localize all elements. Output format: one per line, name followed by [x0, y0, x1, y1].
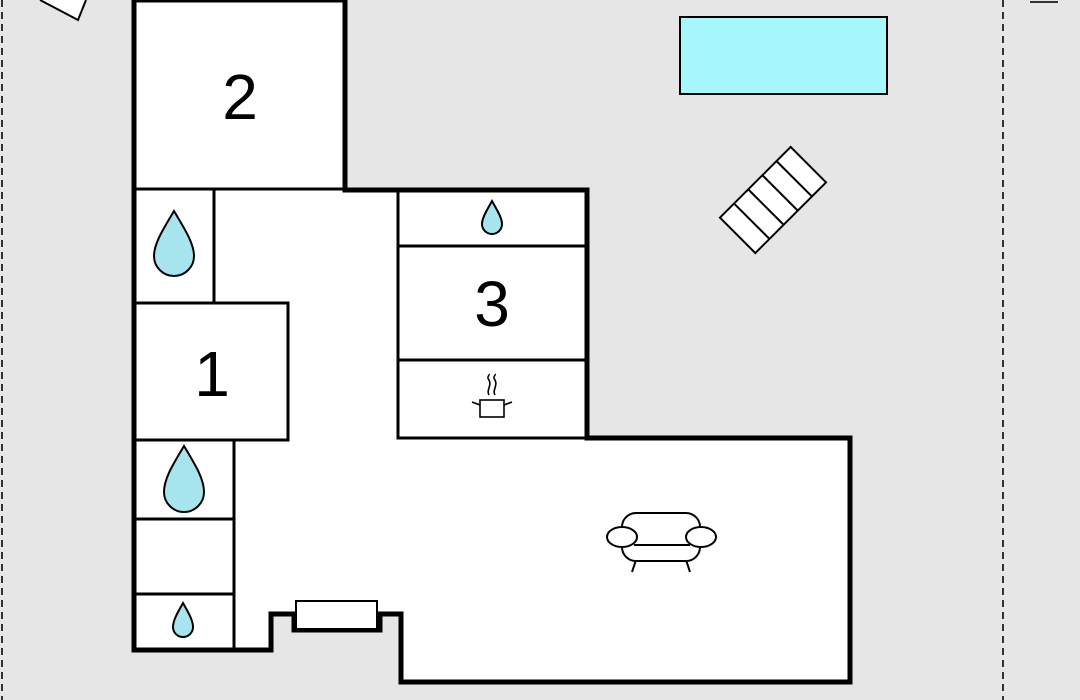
- house-floor: [131, 0, 853, 685]
- north-arrow-icon: [39, 0, 87, 22]
- room-label-1: 1: [194, 338, 230, 410]
- water-drop-icon: [162, 444, 206, 513]
- cooking-pot-icon: [471, 373, 513, 418]
- room-label-3: 3: [474, 268, 510, 340]
- water-drop-icon: [480, 198, 504, 235]
- room-label-2: 2: [222, 61, 258, 133]
- stairs-icon: [718, 145, 828, 255]
- pool-icon: [679, 16, 888, 95]
- water-drop-icon: [171, 600, 195, 638]
- water-drop-icon: [152, 209, 196, 277]
- armchair-icon: [606, 512, 717, 573]
- radiator-icon: [295, 600, 378, 630]
